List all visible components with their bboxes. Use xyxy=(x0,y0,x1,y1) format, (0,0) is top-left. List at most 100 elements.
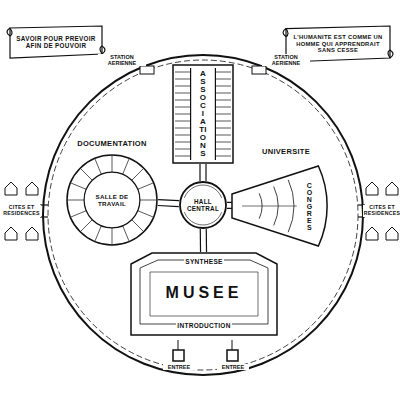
room-label: ASSOCIATIONS xyxy=(198,70,208,158)
outline-stroke xyxy=(132,168,144,180)
corridor-connector xyxy=(200,229,206,252)
museum-block: SYNTHESE MUSEE INTRODUCTION xyxy=(130,252,278,336)
node-outline xyxy=(232,162,340,250)
outline-stroke xyxy=(386,182,398,195)
outline-stroke xyxy=(26,227,38,240)
university-fan: UNIVERSITECONGRES xyxy=(232,162,340,250)
room-label: L'HUMANITE EST COMME UN HOMME QUI APPREN… xyxy=(291,34,385,54)
outline-stroke xyxy=(215,114,231,115)
corridor-wall xyxy=(227,208,232,209)
place-label: STATION AERIENNE xyxy=(262,54,310,66)
section-heading: DOCUMENTATION xyxy=(76,140,147,149)
outline-stroke xyxy=(175,79,191,80)
outline-stroke xyxy=(95,226,102,242)
outline-stroke xyxy=(366,182,378,195)
corridor-wall xyxy=(199,164,200,181)
residences-group: CITES ET RESIDENCES xyxy=(3,180,40,242)
outline-stroke xyxy=(175,121,191,122)
outline-stroke xyxy=(215,79,231,80)
place-label: STATION AERIENNE xyxy=(98,54,146,66)
outline-stroke xyxy=(80,168,92,180)
outline-stroke xyxy=(215,149,231,150)
outline-stroke xyxy=(366,227,378,240)
outline-stroke xyxy=(173,65,233,163)
outline-stroke xyxy=(183,185,223,225)
outline-stroke xyxy=(138,183,154,190)
outline-stroke xyxy=(150,272,258,316)
outline-stroke xyxy=(10,26,102,58)
outline-stroke xyxy=(175,156,191,157)
outline-stroke xyxy=(386,227,398,240)
outline-stroke xyxy=(180,182,226,228)
outline-stroke xyxy=(242,206,297,207)
corridor-wall xyxy=(158,206,179,207)
outline-stroke xyxy=(123,158,130,174)
outline-stroke xyxy=(67,200,84,201)
outline-stroke xyxy=(215,121,231,122)
outline-stroke xyxy=(283,29,288,37)
outline-stroke xyxy=(388,50,393,58)
outline-stroke xyxy=(5,227,17,240)
corridor-wall xyxy=(206,229,207,252)
outline-stroke xyxy=(215,72,231,73)
room-label: SYNTHESE xyxy=(184,258,223,265)
outline-stroke xyxy=(215,128,231,129)
outline-stroke xyxy=(175,107,191,108)
corridor-connector xyxy=(158,200,179,207)
outline-stroke xyxy=(175,100,191,101)
outline-stroke xyxy=(26,182,38,195)
outline-stroke xyxy=(140,260,268,324)
outline-stroke xyxy=(7,28,12,36)
outline-stroke xyxy=(175,135,191,136)
room-label: SALLE DE TRAVAIL xyxy=(88,193,136,207)
outline-stroke xyxy=(215,156,231,157)
motto-banner: SAVOIR POUR PREVOIR AFIN DE POUVOIR xyxy=(4,22,108,62)
section-heading: UNIVERSITE xyxy=(261,148,311,157)
corridor-wall xyxy=(200,229,201,252)
outline-stroke xyxy=(67,155,157,245)
outline-stroke xyxy=(70,183,86,190)
documentation-circle: DOCUMENTATIONSALLE DE TRAVAIL xyxy=(66,154,158,246)
outline-stroke xyxy=(175,128,191,129)
outline-stroke xyxy=(100,46,105,54)
outline-stroke xyxy=(132,220,144,232)
corridor-wall xyxy=(205,164,206,181)
corridor-wall xyxy=(158,200,179,201)
outline-stroke xyxy=(175,93,191,94)
outline-stroke xyxy=(112,228,113,245)
outline-stroke xyxy=(215,142,231,143)
outline-stroke xyxy=(80,220,92,232)
outline-stroke xyxy=(215,135,231,136)
room-label: CONGRES xyxy=(305,182,314,231)
outline-stroke xyxy=(175,86,191,87)
outline-stroke xyxy=(215,93,231,94)
outline-stroke xyxy=(175,72,191,73)
place-label: ENTREE xyxy=(163,364,195,370)
room-label: SAVOIR POUR PREVOIR AFIN DE POUVOIR xyxy=(15,35,97,49)
outline-stroke xyxy=(215,107,231,108)
outline-stroke xyxy=(215,86,231,87)
outline-stroke xyxy=(140,200,157,201)
outline-stroke xyxy=(95,158,102,174)
associations-block: ASSOCIATIONS xyxy=(172,64,234,164)
outline-stroke xyxy=(175,142,191,143)
outline-stroke xyxy=(138,211,154,218)
outline-stroke xyxy=(123,226,130,242)
outline-stroke xyxy=(175,114,191,115)
residences-group: CITES ET RESIDENCES xyxy=(364,180,400,242)
outline-stroke xyxy=(84,172,140,228)
room-label: INTRODUCTION xyxy=(176,322,231,329)
central-hall: HALL CENTRAL xyxy=(179,181,227,229)
outline-stroke xyxy=(215,100,231,101)
outline-stroke xyxy=(232,166,327,246)
outline-stroke xyxy=(175,149,191,150)
room-label: CITES ET RESIDENCES xyxy=(2,205,41,217)
corridor-connector xyxy=(200,164,206,181)
outline-stroke xyxy=(70,211,86,218)
outline-stroke xyxy=(112,155,113,172)
place-label: ENTREE xyxy=(217,364,249,370)
outline-stroke xyxy=(131,253,277,335)
room-label: CITES ET RESIDENCES xyxy=(363,205,400,217)
room-label: HALL CENTRAL xyxy=(182,198,224,212)
room-label: MUSEE xyxy=(165,284,244,302)
